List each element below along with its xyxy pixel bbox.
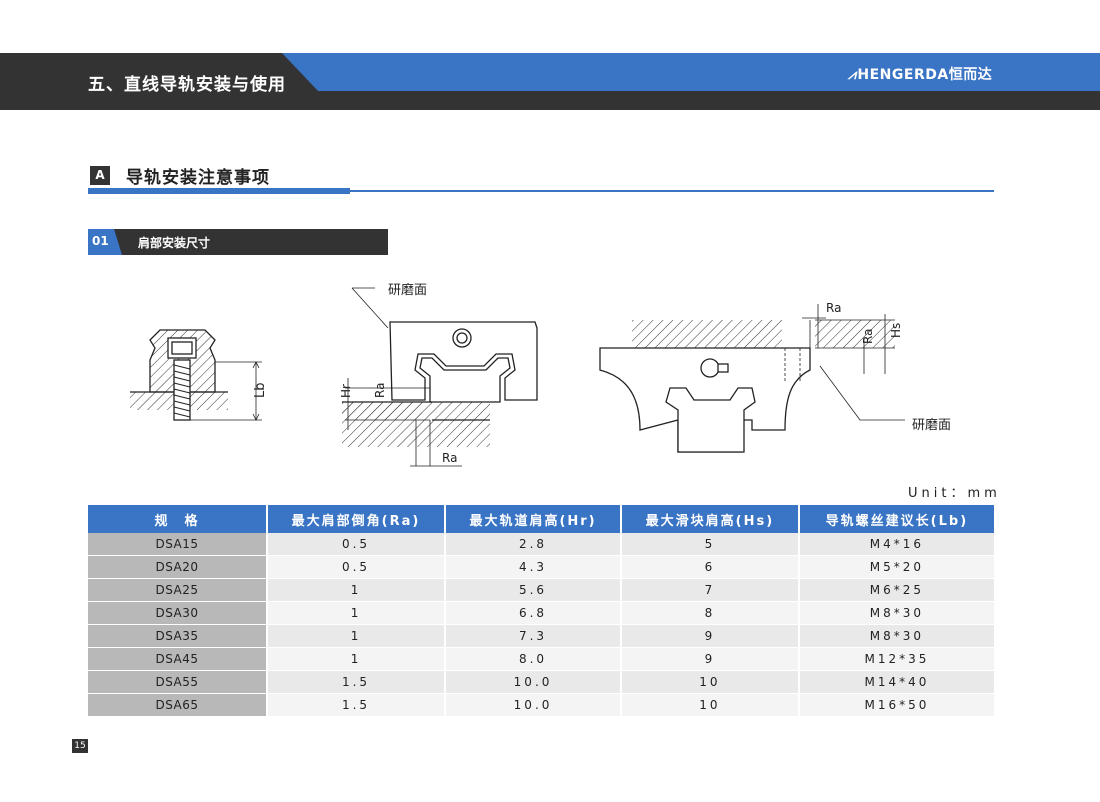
hs-cell: 10 (622, 694, 800, 717)
lb-cell: M6*25 (799, 579, 994, 602)
column-header-hs: 最大滑块肩高(Hs) (622, 505, 800, 533)
table-row: DSA20 0.5 4.3 6 M5*20 (88, 556, 994, 579)
hs-label: Hs (889, 323, 903, 338)
header-band (0, 53, 1100, 110)
block-shoulder-figure (599, 304, 905, 453)
rail-bolt-figure (130, 329, 262, 421)
hr-cell: 10.0 (446, 671, 623, 694)
table-row: DSA15 0.5 2.8 5 M4*16 (88, 533, 994, 556)
page-title: 五、直线导轨安装与使用 (88, 75, 286, 95)
ra-cell: 1 (268, 602, 447, 625)
table-row: DSA45 1 8.0 9 M12*35 (88, 648, 994, 671)
lb-cell: M5*20 (799, 556, 994, 579)
ra-cell: 1.5 (268, 671, 447, 694)
hr-cell: 8.0 (446, 648, 623, 671)
ra-cell: 0.5 (268, 533, 447, 556)
column-header-model: 规 格 (88, 505, 268, 533)
table-row: DSA30 1 6.8 8 M8*30 (88, 602, 994, 625)
ra-cell: 1 (268, 625, 447, 648)
hr-label: Hr (339, 384, 353, 398)
model-cell: DSA45 (88, 648, 268, 671)
subsection-title: 肩部安装尺寸 (138, 236, 211, 250)
ra-label-block-side: Ra (861, 329, 875, 344)
model-cell: DSA55 (88, 671, 268, 694)
model-cell: DSA25 (88, 579, 268, 602)
lb-label: Lb (253, 383, 268, 399)
table-row: DSA25 1 5.6 7 M6*25 (88, 579, 994, 602)
brand-logo: ⩘HENGERDA恒而达 (848, 64, 992, 84)
table-header-row: 规 格 最大肩部倒角(Ra) 最大轨道肩高(Hr) 最大滑块肩高(Hs) 导轨螺… (88, 505, 994, 533)
brand-name: HENGERDA恒而达 (857, 67, 993, 83)
brand-mark-icon: ⩘ (848, 67, 857, 83)
hs-cell: 5 (622, 533, 800, 556)
grinding-surface-label-left: 研磨面 (388, 283, 427, 298)
hr-cell: 5.6 (446, 579, 623, 602)
model-cell: DSA20 (88, 556, 268, 579)
grinding-surface-label-right: 研磨面 (912, 418, 951, 433)
section-divider-accent (88, 188, 350, 194)
hs-cell: 7 (622, 579, 800, 602)
column-header-lb: 导轨螺丝建议长(Lb) (799, 505, 994, 533)
column-header-hr: 最大轨道肩高(Hr) (446, 505, 623, 533)
hs-cell: 6 (622, 556, 800, 579)
hr-cell: 10.0 (446, 694, 623, 717)
model-cell: DSA15 (88, 533, 268, 556)
lb-cell: M14*40 (799, 671, 994, 694)
model-cell: DSA35 (88, 625, 268, 648)
section-title: 导轨安装注意事项 (126, 168, 270, 188)
shoulder-dimension-table: 规 格 最大肩部倒角(Ra) 最大轨道肩高(Hr) 最大滑块肩高(Hs) 导轨螺… (88, 505, 994, 717)
subsection-number: 01 (92, 234, 109, 248)
page-number: 15 (72, 739, 88, 753)
hr-cell: 7.3 (446, 625, 623, 648)
hr-cell: 2.8 (446, 533, 623, 556)
ra-cell: 1.5 (268, 694, 447, 717)
lb-cell: M16*50 (799, 694, 994, 717)
ra-label-rail-shoulder: Ra (373, 383, 387, 398)
model-cell: DSA65 (88, 694, 268, 717)
hr-cell: 4.3 (446, 556, 623, 579)
column-header-ra: 最大肩部倒角(Ra) (268, 505, 447, 533)
lb-cell: M8*30 (799, 602, 994, 625)
lb-cell: M8*30 (799, 625, 994, 648)
hs-cell: 9 (622, 648, 800, 671)
hs-cell: 8 (622, 602, 800, 625)
installation-diagrams: Lb 研磨面 Hr Ra Ra (0, 270, 1100, 480)
table-row: DSA35 1 7.3 9 M8*30 (88, 625, 994, 648)
table-row: DSA55 1.5 10.0 10 M14*40 (88, 671, 994, 694)
subsection-bar (88, 229, 388, 255)
unit-note: Unit：mm (908, 486, 1001, 501)
table-row: DSA65 1.5 10.0 10 M16*50 (88, 694, 994, 717)
rail-shoulder-figure (342, 287, 538, 467)
model-cell: DSA30 (88, 602, 268, 625)
section-badge: A (90, 166, 110, 185)
section-divider (88, 190, 994, 192)
ra-cell: 1 (268, 648, 447, 671)
lb-cell: M4*16 (799, 533, 994, 556)
ra-label-rail-bottom: Ra (442, 451, 457, 465)
hs-cell: 9 (622, 625, 800, 648)
ra-cell: 1 (268, 579, 447, 602)
ra-cell: 0.5 (268, 556, 447, 579)
hs-cell: 10 (622, 671, 800, 694)
ra-label-block-top: Ra (826, 301, 841, 315)
lb-cell: M12*35 (799, 648, 994, 671)
hr-cell: 6.8 (446, 602, 623, 625)
